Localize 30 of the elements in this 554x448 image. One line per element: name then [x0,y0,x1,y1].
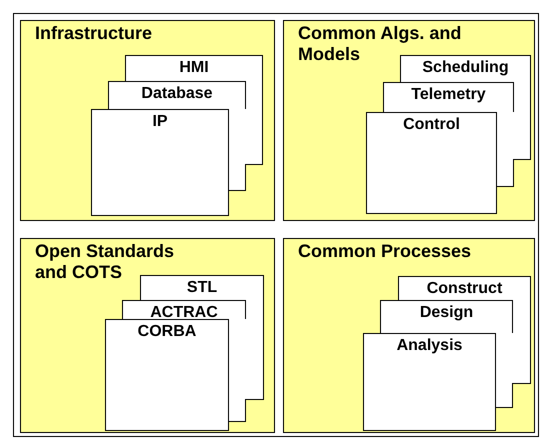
category-panel [20,20,275,221]
stacked-card [363,333,496,431]
card-label: IP [151,112,169,131]
stacked-card [122,300,246,319]
panel-title: Common Processes [298,241,472,262]
panel-title: Open Standards and COTS [35,241,176,283]
card-label: Analysis [396,336,464,355]
card-label: Design [418,303,474,322]
stacked-card [91,109,229,216]
stacked-card [140,275,264,300]
stacked-card [398,276,531,300]
stacked-card [105,319,229,431]
stacked-card [380,300,513,333]
card-label: HMI [178,58,210,77]
card-label: Telemetry [410,85,487,104]
panel-title: Infrastructure [35,23,154,44]
category-panel [283,238,535,433]
stacked-card [383,82,514,112]
category-panel [283,20,535,221]
card-label: Control [402,115,461,134]
card-label: ACTRAC [149,303,219,322]
stacked-card [125,55,263,81]
stacked-card [400,55,531,82]
card-label: CORBA [136,322,198,341]
category-panel [20,238,275,433]
stacked-card [108,81,246,109]
card-label: Construct [426,279,504,298]
card-label: Database [140,84,214,103]
card-label: STL [186,278,218,297]
stacked-card [366,112,497,214]
